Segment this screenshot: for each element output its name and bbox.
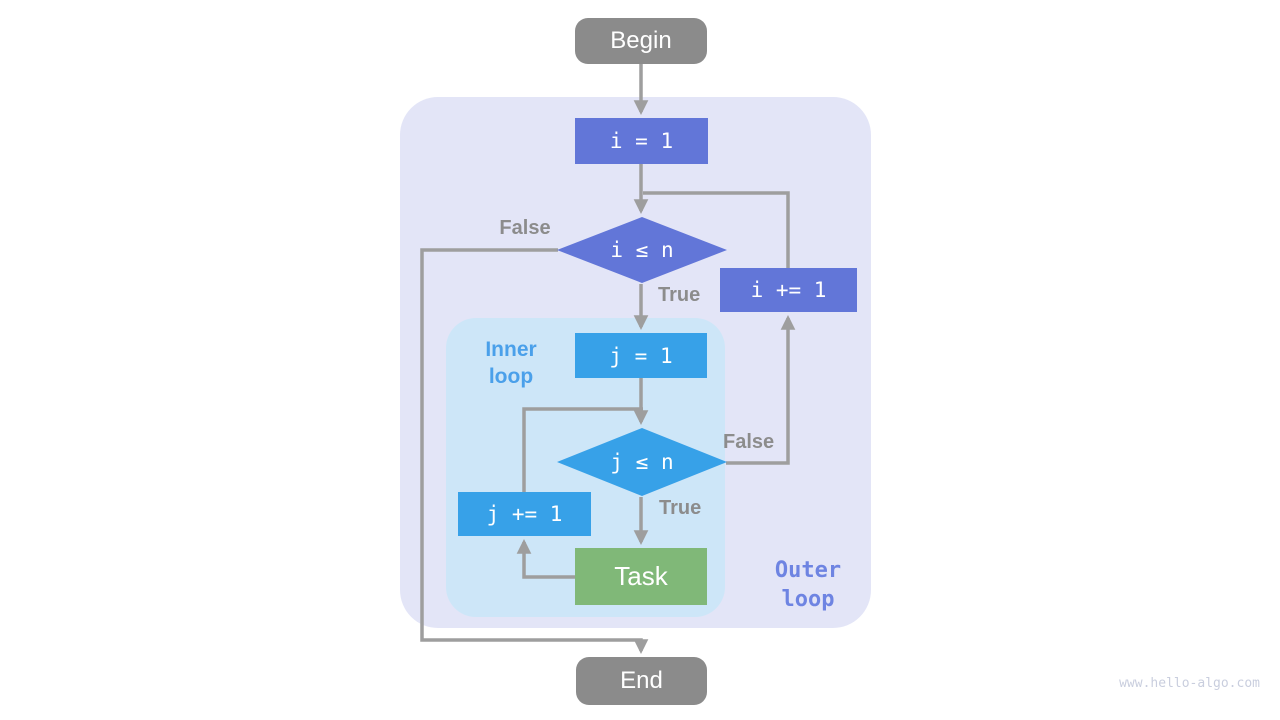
init-i-node: i = 1 (575, 118, 708, 164)
edge-incr-i-to-cond-i (643, 191, 790, 268)
incr-i-node: i += 1 (720, 268, 857, 312)
cond-i-label: i ≤ n (610, 238, 674, 262)
task-node: Task (575, 548, 707, 605)
edge-cond-j-false-to-incr-i (726, 315, 796, 465)
watermark-text: www.hello-algo.com (1119, 676, 1260, 691)
outer-loop-label-line1: Outer (774, 558, 842, 583)
inner-loop-label-line1: Inner (485, 338, 537, 361)
cond-i-false-label: False (499, 217, 551, 239)
incr-j-label: j += 1 (486, 502, 563, 526)
incr-j-node: j += 1 (458, 492, 591, 536)
inner-loop-label-line2: loop (488, 365, 534, 388)
end-node: End (576, 657, 707, 705)
init-i-label: i = 1 (609, 129, 674, 153)
begin-node: Begin (575, 18, 707, 64)
task-label: Task (614, 561, 668, 591)
outer-loop-label-line2: loop (781, 587, 835, 612)
cond-j-false-label: False (723, 431, 775, 453)
cond-i-true-label: True (658, 284, 701, 306)
edge-incr-j-to-cond-j (522, 407, 643, 492)
incr-i-label: i += 1 (750, 278, 827, 302)
init-j-node: j = 1 (575, 333, 707, 378)
cond-j-true-label: True (659, 497, 702, 519)
cond-j-label: j ≤ n (610, 450, 674, 474)
edge-task-to-incr-j (516, 539, 576, 579)
edge-cond-i-false-to-end (420, 248, 649, 654)
init-j-label: j = 1 (609, 343, 673, 368)
inner-loop-label: Inner loop (468, 336, 554, 390)
begin-label: Begin (610, 27, 672, 54)
end-label: End (620, 667, 663, 694)
outer-loop-label: Outer loop (763, 556, 853, 614)
